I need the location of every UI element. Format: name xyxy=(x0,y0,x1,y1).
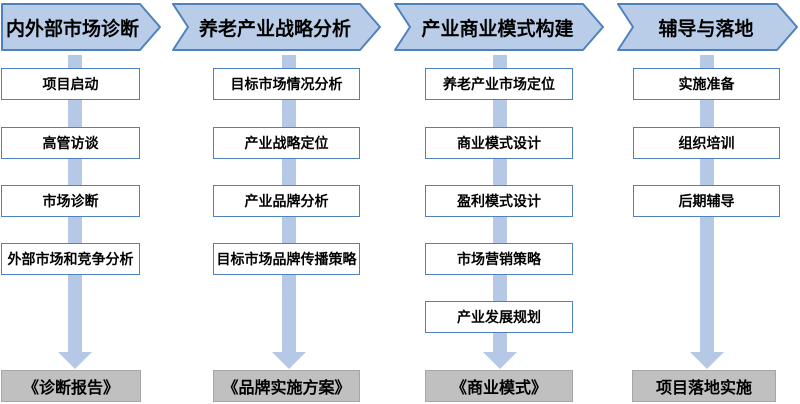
step-box: 后期辅导 xyxy=(633,185,780,217)
stage-header-1-label: 内外部市场诊断 xyxy=(5,18,139,40)
step-box: 组织培训 xyxy=(633,127,780,159)
stage-header-2: 养老产业战略分析 xyxy=(172,3,382,51)
stage-header-4-label: 辅导与落地 xyxy=(658,18,754,40)
stage-header-4: 辅导与落地 xyxy=(617,3,799,51)
step-box: 养老产业市场定位 xyxy=(425,68,573,100)
step-box: 目标市场情况分析 xyxy=(213,68,360,100)
step-box: 市场营销策略 xyxy=(425,243,573,275)
step-box: 外部市场和竞争分析 xyxy=(1,243,140,275)
output-box-3: 《商业模式》 xyxy=(425,370,573,402)
step-box: 目标市场品牌传播策略 xyxy=(213,243,360,275)
step-box: 产业品牌分析 xyxy=(213,185,360,217)
chevron-arrow-icon xyxy=(172,3,381,51)
step-box: 市场诊断 xyxy=(1,185,140,217)
output-box-1: 《诊断报告》 xyxy=(1,370,141,402)
step-box: 实施准备 xyxy=(633,68,780,100)
stage-header-3-label: 产业商业模式构建 xyxy=(421,18,574,40)
stage-header-3: 产业商业模式构建 xyxy=(394,3,605,51)
chevron-arrow-icon xyxy=(394,3,604,51)
output-box-4: 项目落地实施 xyxy=(632,370,776,402)
step-box: 商业模式设计 xyxy=(425,127,573,159)
flow-arrowhead-icon-1 xyxy=(58,352,92,369)
flow-arrowhead-icon-3 xyxy=(483,352,517,369)
step-box: 产业战略定位 xyxy=(213,127,360,159)
flow-arrowhead-icon-2 xyxy=(272,352,306,369)
step-box: 项目启动 xyxy=(1,68,140,100)
step-box: 高管访谈 xyxy=(1,127,140,159)
stage-header-1: 内外部市场诊断 xyxy=(1,3,162,51)
step-box: 盈利模式设计 xyxy=(425,185,573,217)
stage-header-2-label: 养老产业战略分析 xyxy=(198,18,351,40)
step-box: 产业发展规划 xyxy=(425,301,573,333)
output-box-2: 《品牌实施方案》 xyxy=(213,370,360,402)
chevron-arrow-icon xyxy=(1,3,161,51)
flow-arrowhead-icon-4 xyxy=(690,352,724,369)
chevron-arrow-icon xyxy=(617,3,798,51)
